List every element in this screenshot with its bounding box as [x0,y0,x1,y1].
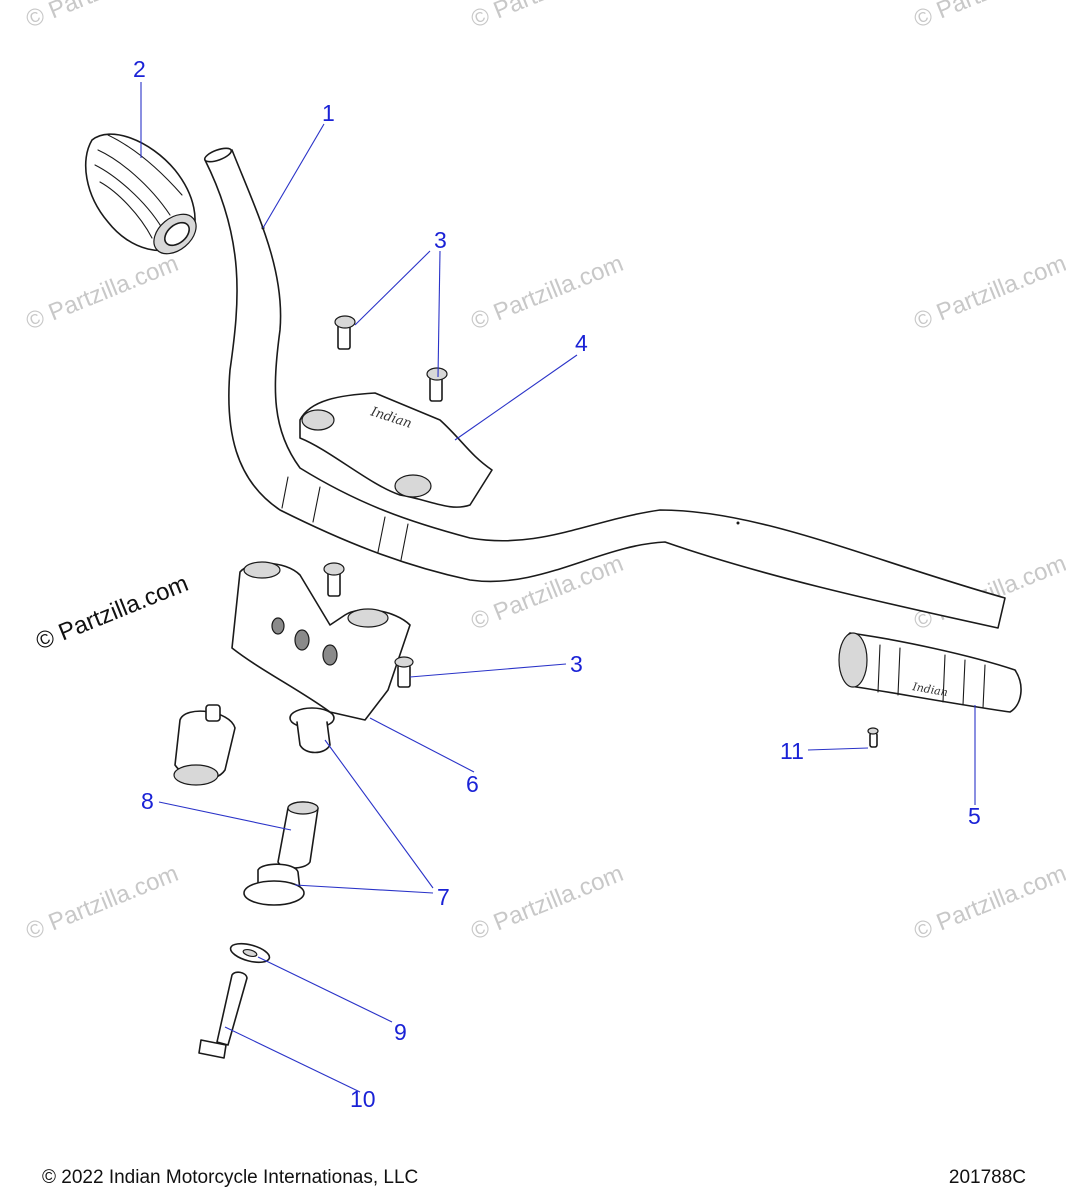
callouts: 1 2 3 4 3 6 5 11 8 7 9 10 [133,56,981,1112]
watermark: © Partzilla.com [910,860,1066,946]
callout-10: 10 [350,1086,376,1112]
callout-7: 7 [437,884,450,910]
watermark: © Partzilla.com [22,0,182,34]
washer-part [229,942,271,964]
lower-bushing-part [243,863,305,906]
watermark: © Partzilla.com [22,860,182,946]
callout-4: 4 [575,330,588,356]
watermark: © Partzilla.com [467,860,627,946]
right-grip-part: Indian [838,632,1022,713]
watermark-prominent: © Partzilla.com [32,570,192,656]
watermark: © Partzilla.com [467,250,627,336]
top-clamp-part: Indian [299,392,493,508]
callout-3: 3 [570,651,583,677]
handlebar-part [203,147,1006,629]
upper-bushing-part [289,707,335,754]
bushing-assembly-part [173,704,236,786]
sleeve-part [277,801,319,869]
callout-5: 5 [968,803,981,829]
riser-part [231,561,414,721]
callout-9: 9 [394,1019,407,1045]
svg-text:Indian: Indian [910,680,948,699]
small-screw-part [867,727,879,748]
watermark: © Partzilla.com [467,0,627,34]
long-bolt-part [198,971,248,1059]
callout-8: 8 [141,788,154,814]
watermark: © Partzilla.com [910,0,1066,34]
leader-lines [140,82,976,1093]
callout-3: 3 [434,227,447,253]
callout-6: 6 [466,771,479,797]
watermark: © Partzilla.com [22,250,182,336]
callout-2: 2 [133,56,146,82]
callout-11: 11 [780,738,804,764]
watermark-group: © Partzilla.com © Partzilla.com © Partzi… [22,0,1066,946]
callout-1: 1 [322,100,335,126]
left-grip-part [85,133,197,255]
clamp-bolts-part [334,315,448,402]
watermark: © Partzilla.com [910,250,1066,336]
copyright-notice: © 2022 Indian Motorcycle Internationas, … [42,1167,419,1188]
drawing-number: 201788C [948,1167,1026,1188]
